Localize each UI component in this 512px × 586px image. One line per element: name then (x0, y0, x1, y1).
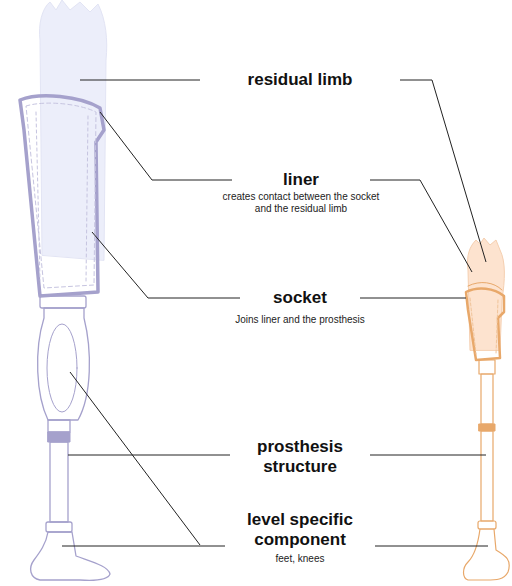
part-name: socket (240, 288, 360, 308)
part-description: Joins liner and the prosthesis (210, 314, 390, 326)
label-text: creates contact between the socket and t… (223, 191, 380, 214)
label-text: feet, knees (276, 553, 325, 564)
left-prosthesis (20, 0, 110, 580)
leader-lines (62, 80, 488, 546)
part-name: residual limb (200, 70, 400, 90)
part-name: prosthesis structure (240, 437, 360, 476)
part-name: liner (241, 170, 361, 190)
part-description: feet, knees (240, 553, 360, 565)
label-text: socket (273, 288, 327, 307)
label-text: liner (283, 170, 319, 189)
part-name: level specific component (230, 510, 370, 549)
part-description: creates contact between the socket and t… (214, 191, 389, 214)
label-text: residual limb (248, 70, 353, 89)
label-text: level specific component (247, 510, 353, 549)
right-prosthesis (464, 238, 510, 580)
label-text: Joins liner and the prosthesis (235, 314, 365, 325)
label-text: prosthesis structure (257, 437, 343, 476)
